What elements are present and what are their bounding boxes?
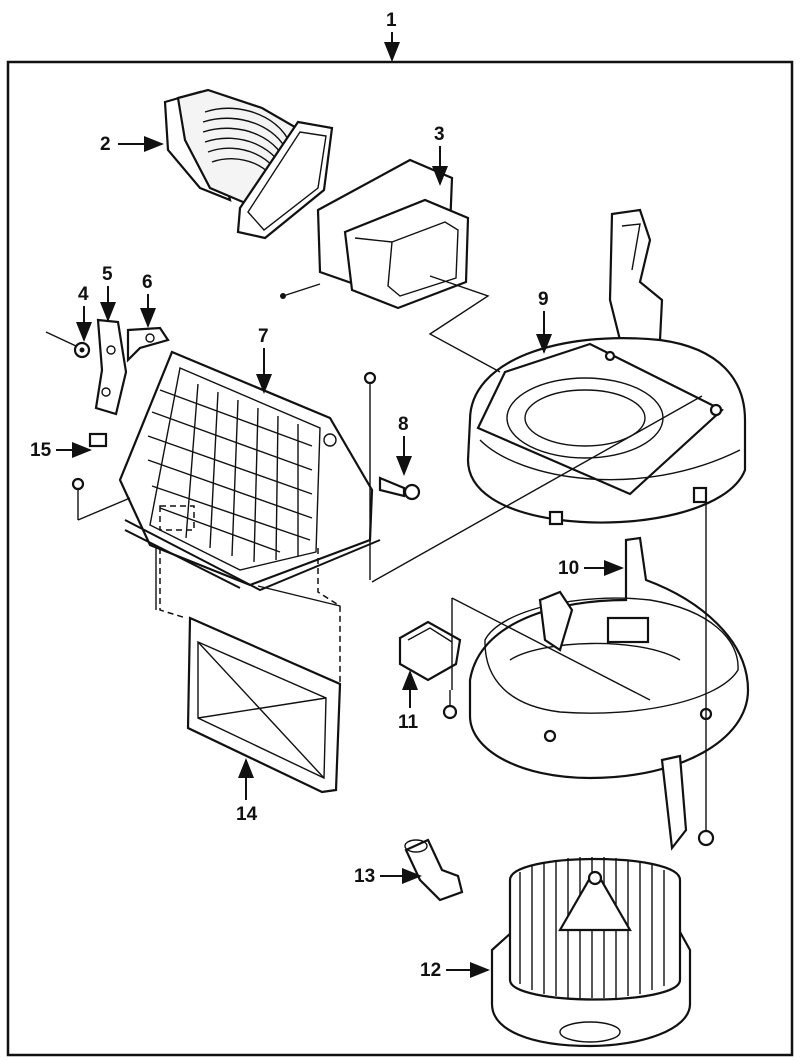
callout-3: 3 <box>434 124 445 145</box>
callout-6: 6 <box>142 272 153 293</box>
part-10-lower-case <box>468 500 750 851</box>
callout-12: 12 <box>420 960 441 981</box>
callout-7: 7 <box>258 326 269 347</box>
callout-15: 15 <box>30 440 52 461</box>
part-5-link-arm <box>94 318 128 416</box>
part-4-washer <box>45 331 91 359</box>
part-15-clip <box>71 432 131 521</box>
part-9-upper-case <box>466 208 747 526</box>
part-12-blower-motor <box>490 857 692 1048</box>
callouts: 1 2 3 4 5 6 7 8 9 10 11 12 13 14 15 <box>30 10 624 981</box>
part-13-hose <box>404 838 464 902</box>
part-11-resistor <box>398 597 651 720</box>
part-14-filter <box>159 548 342 794</box>
part-6-clip <box>126 326 170 363</box>
callout-2: 2 <box>100 134 111 155</box>
part-7-housing <box>118 350 381 592</box>
callout-4: 4 <box>78 284 89 305</box>
diagram-frame <box>6 60 794 1057</box>
connection-lines <box>155 275 703 610</box>
part-8-screw <box>363 371 421 580</box>
callout-13: 13 <box>354 866 375 887</box>
part-3-square-duct <box>280 158 470 310</box>
callout-5: 5 <box>102 264 113 285</box>
callout-8: 8 <box>398 414 409 435</box>
callout-14: 14 <box>236 804 258 825</box>
callout-9: 9 <box>538 289 549 310</box>
callout-10: 10 <box>558 558 579 579</box>
callout-11: 11 <box>398 712 419 733</box>
part-2-intake-duct <box>163 88 334 240</box>
callout-1: 1 <box>386 10 397 31</box>
